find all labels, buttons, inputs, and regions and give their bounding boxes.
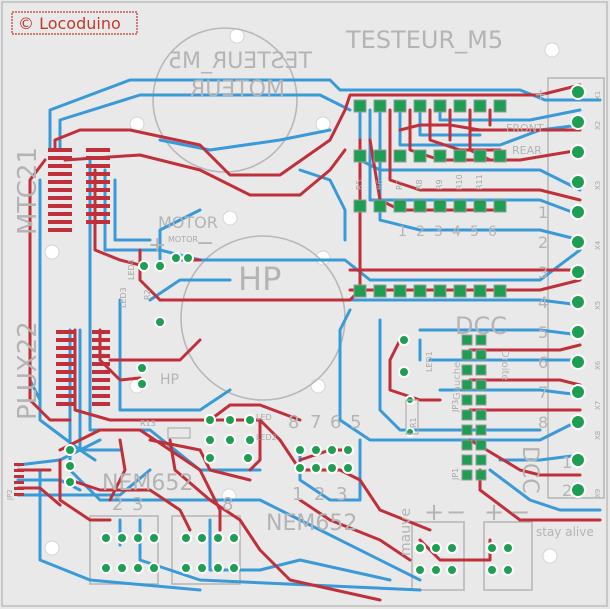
header-number: 6 bbox=[330, 412, 341, 433]
mauve-plus-sign: + bbox=[424, 498, 444, 526]
terminal-x-label: X2 bbox=[594, 121, 602, 130]
r2-label: R2 bbox=[143, 289, 152, 300]
dcc-header-pads bbox=[461, 334, 487, 481]
resistor-label: R11 bbox=[475, 174, 484, 190]
nem-number: 8 bbox=[222, 494, 233, 515]
led1-label: LED1 bbox=[425, 351, 434, 372]
header-number: 3 bbox=[336, 484, 347, 505]
terminal-pin-label: 3 bbox=[538, 263, 548, 282]
header-number: 7 bbox=[310, 412, 321, 433]
plux22-label: PLUX22 bbox=[13, 321, 43, 420]
motor-label-small: MOTOR bbox=[168, 235, 198, 244]
hp-label-small: HP bbox=[160, 372, 179, 388]
terminal-pin-labels: + 1 2 3 4 5 6 7 8 1 2 bbox=[534, 85, 572, 500]
copyright-text: © Locoduino bbox=[18, 14, 121, 33]
resistor-label: R10 bbox=[455, 174, 464, 190]
resistor-mid-number: 4 bbox=[452, 224, 461, 240]
header-number: 1 bbox=[292, 484, 303, 505]
mounting-holes bbox=[44, 28, 560, 564]
resistor-mid-number: 2 bbox=[416, 224, 425, 240]
moteur-label-mirrored: MOTEUR bbox=[190, 77, 285, 102]
motor-plus-sign: + bbox=[148, 233, 166, 258]
header-number: 5 bbox=[350, 412, 361, 433]
resistor-array-pads bbox=[353, 99, 507, 298]
stay-alive-minus-sign: − bbox=[510, 498, 530, 526]
copyright-badge: © Locoduino bbox=[11, 11, 138, 35]
terminal-x-label: X5 bbox=[594, 301, 602, 310]
resistor-label: R6 bbox=[375, 179, 384, 190]
r1-label: R1 bbox=[409, 417, 418, 428]
resistor-bodies bbox=[167, 399, 419, 439]
terminal-pin-label: 1 bbox=[562, 453, 572, 472]
mtc21-label: MTC21 bbox=[13, 147, 43, 235]
mauve-minus-sign: − bbox=[446, 498, 466, 526]
resistor-mid-number: 3 bbox=[434, 224, 443, 240]
resistor-label: R9 bbox=[435, 179, 444, 190]
terminal-x-label: X9 bbox=[594, 489, 602, 498]
dcc-label-top: DCC bbox=[455, 312, 507, 340]
terminal-pin-label: 7 bbox=[538, 383, 548, 402]
led2-label: LED2 bbox=[256, 433, 277, 442]
screw-terminal-pads bbox=[570, 84, 586, 498]
plux22-connector-pads bbox=[56, 330, 110, 406]
terminal-pin-label: 5 bbox=[538, 323, 548, 342]
terminal-x-label: X6 bbox=[594, 360, 602, 370]
jp1-label: JP1 bbox=[451, 468, 460, 481]
board-title: TESTEUR_M5 bbox=[345, 26, 503, 54]
resistor-mid-number: 1 bbox=[398, 224, 407, 240]
led-label: LED bbox=[256, 413, 272, 422]
terminal-x-labels: X1 X2 X3 X4 X5 X6 X7 X8 X9 bbox=[594, 91, 602, 498]
nem652-left-label: NEM652 bbox=[102, 471, 193, 496]
terminal-x-label: X3 bbox=[594, 181, 602, 190]
resistor-mid-number: 5 bbox=[470, 224, 479, 240]
terminal-pin-label: 8 bbox=[538, 413, 548, 432]
terminal-x-label: X7 bbox=[594, 401, 602, 410]
dcc-label-right: DCC bbox=[517, 446, 542, 494]
resistor-label: R8 bbox=[415, 179, 424, 190]
terminal-x-label: X8 bbox=[594, 431, 602, 440]
terminal-x-label: X1 bbox=[594, 91, 602, 100]
jp3-label: JP3 bbox=[451, 400, 460, 413]
left-edge-header-pads bbox=[14, 463, 24, 496]
nem-number: 2 bbox=[112, 494, 123, 515]
terminal-pin-label: 4 bbox=[538, 293, 548, 312]
header-number: 2 bbox=[314, 484, 325, 505]
terminal-pin-label: 1 bbox=[538, 203, 548, 222]
gauche-label: Gauche bbox=[452, 362, 463, 400]
motor-minus-sign: − bbox=[196, 231, 214, 256]
motor-label: MOTOR bbox=[158, 213, 218, 232]
nem652-right-label: NEM652 bbox=[266, 511, 357, 536]
terminal-x-label: X4 bbox=[594, 240, 602, 250]
component-pads bbox=[64, 252, 514, 576]
resistor-mid-number: 6 bbox=[488, 224, 497, 240]
board-title-mirrored: TESTEUR_M5 bbox=[168, 49, 313, 74]
terminal-pin-label: 6 bbox=[538, 353, 548, 372]
hp-label: HP bbox=[238, 260, 281, 298]
resistor-label: R7 bbox=[395, 179, 404, 190]
resistor-row-labels: R5 R6 R7 R8 R9 R10 R11 bbox=[355, 174, 484, 190]
r13-label: R13 bbox=[140, 419, 156, 428]
droite-label: Droite bbox=[499, 350, 510, 381]
led4-label: LED4 bbox=[127, 259, 136, 280]
rear-label: REAR bbox=[512, 144, 542, 157]
jp2-label: JP2 bbox=[6, 489, 14, 501]
stay-alive-plus-sign: + bbox=[484, 498, 504, 526]
terminal-pin-label: 2 bbox=[562, 481, 572, 500]
mtc21-connector-pads bbox=[48, 148, 110, 232]
header-number-labels: 8 7 6 5 1 2 3 2 3 8 bbox=[112, 412, 361, 515]
mauve-label: mauve bbox=[398, 508, 414, 556]
resistor-label: R5 bbox=[355, 179, 364, 190]
front-label: FRONT bbox=[506, 122, 544, 135]
terminal-pin-label: 2 bbox=[538, 233, 548, 252]
header-number: 8 bbox=[288, 412, 299, 433]
nem-number: 3 bbox=[132, 494, 143, 515]
resistor-mid-numbers: 1 2 3 4 5 6 bbox=[398, 224, 497, 240]
led3-label: LED3 bbox=[119, 287, 128, 308]
terminal-pin-label: + bbox=[534, 85, 547, 104]
stay-alive-label: stay alive bbox=[536, 525, 594, 539]
